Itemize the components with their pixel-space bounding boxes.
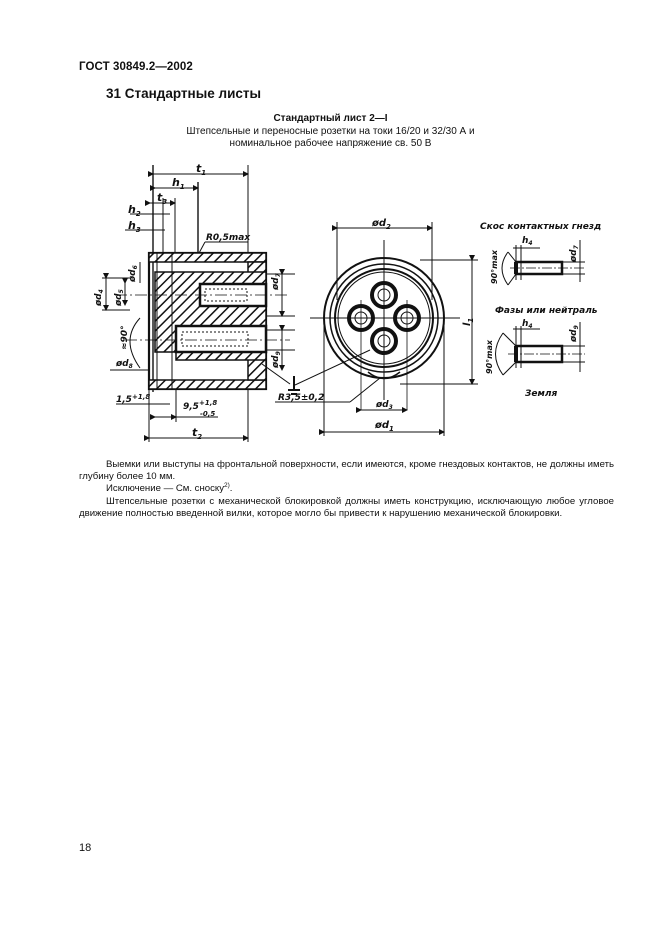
svg-text:ød9: ød9 bbox=[271, 351, 282, 369]
svg-text:ød9: ød9 bbox=[569, 325, 580, 343]
svg-text:h2: h2 bbox=[128, 203, 141, 218]
svg-text:R3,5±0,2: R3,5±0,2 bbox=[278, 393, 324, 403]
svg-text:ød2: ød2 bbox=[371, 218, 391, 231]
svg-text:ød6: ød6 bbox=[128, 265, 139, 283]
technical-drawing: t1 h1 t3 h2 h3 R0,5max ød4 ød5 ød6 ≈90° … bbox=[0, 150, 661, 450]
detail-labels: Скос контактных гнезд h4 90°max ød7 Фазы… bbox=[480, 222, 601, 399]
svg-text:l1: l1 bbox=[462, 318, 475, 326]
page-number: 18 bbox=[79, 842, 92, 854]
svg-text:≈90°: ≈90° bbox=[120, 325, 130, 350]
svg-text:ød7: ød7 bbox=[271, 272, 282, 291]
svg-text:ød4: ød4 bbox=[94, 289, 105, 307]
svg-text:ød5: ød5 bbox=[114, 289, 125, 307]
footnote-ref: 2) bbox=[224, 482, 230, 490]
front-view bbox=[275, 222, 478, 436]
svg-text:t3: t3 bbox=[157, 191, 167, 206]
svg-text:90°max: 90°max bbox=[485, 339, 494, 374]
svg-text:ød7: ød7 bbox=[569, 244, 580, 263]
svg-text:ød3: ød3 bbox=[375, 400, 393, 411]
phase-neutral-title: Фазы или нейтраль bbox=[495, 306, 598, 316]
svg-text:9,5+1,8: 9,5+1,8 bbox=[183, 399, 217, 412]
svg-text:1,5+1,8: 1,5+1,8 bbox=[116, 393, 150, 405]
svg-text:R0,5max: R0,5max bbox=[206, 233, 251, 243]
svg-text:ød1: ød1 bbox=[374, 420, 394, 433]
svg-text:t1: t1 bbox=[196, 162, 206, 177]
paragraph-mechanical-lock: Штепсельные розетки с механической блоки… bbox=[79, 495, 614, 519]
contact-chamfer-title: Скос контактных гнезд bbox=[480, 222, 601, 232]
paragraph-recesses: Выемки или выступы на фронтальной поверх… bbox=[79, 459, 614, 483]
front-view-labels: ød2 l1 R3,5±0,2 ød3 ød1 bbox=[278, 218, 475, 433]
svg-text:ød8: ød8 bbox=[115, 359, 133, 370]
earth-title: Земля bbox=[525, 389, 557, 399]
svg-text:h3: h3 bbox=[128, 219, 141, 234]
sheet-subtitle-line2: номинальное рабочее напряжение св. 50 В bbox=[229, 138, 432, 149]
sheet-title: Стандартный лист 2—I bbox=[273, 113, 388, 124]
svg-text:h4: h4 bbox=[522, 236, 533, 247]
svg-text:t2: t2 bbox=[192, 426, 202, 441]
svg-text:90°max: 90°max bbox=[490, 249, 499, 284]
sheet-subtitle-line1: Штепсельные и переносные розетки на токи… bbox=[186, 126, 475, 137]
standard-code: ГОСТ 30849.2—2002 bbox=[79, 61, 193, 73]
svg-text:-0,5: -0,5 bbox=[200, 410, 215, 418]
body-text: Выемки или выступы на фронтальной поверх… bbox=[79, 459, 614, 520]
section-view bbox=[102, 165, 300, 442]
paragraph-exception: Исключение — См. сноску2). bbox=[106, 482, 233, 495]
section-view-labels: t1 h1 t3 h2 h3 R0,5max ød4 ød5 ød6 ≈90° … bbox=[94, 162, 282, 441]
section-title: 31 Стандартные листы bbox=[106, 86, 262, 101]
svg-text:h1: h1 bbox=[172, 176, 185, 191]
svg-text:h4: h4 bbox=[522, 319, 533, 330]
detail-views bbox=[495, 240, 585, 376]
